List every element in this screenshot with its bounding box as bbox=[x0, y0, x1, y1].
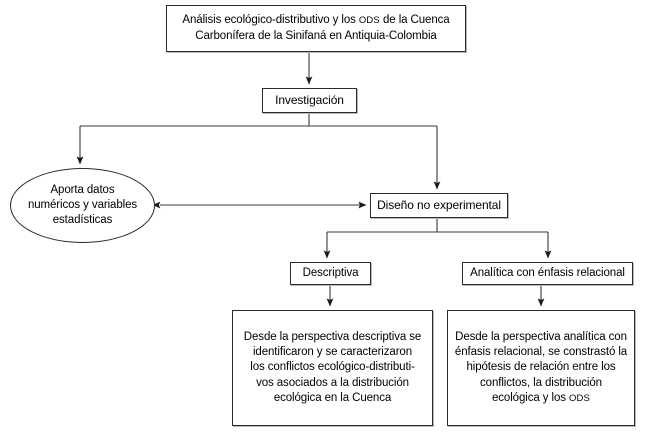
node-descriptiva-label: Descriptiva bbox=[302, 266, 359, 279]
node-aporta-datos-label: Aporta datos numéricos y variables estad… bbox=[27, 183, 138, 227]
node-title-label: Análisis ecológico-distributivo y los OD… bbox=[182, 14, 450, 42]
node-aporta-datos: Aporta datos numéricos y variables estad… bbox=[10, 168, 155, 243]
ods-abbreviation: ODS bbox=[569, 391, 591, 403]
node-analitica-detail-label: Desde la perspectiva analítica con énfas… bbox=[454, 331, 628, 404]
node-diseno-no-experimental-label: Diseño no experimental bbox=[377, 197, 501, 212]
ods-abbreviation: ODS bbox=[358, 14, 380, 26]
node-title: Análisis ecológico-distributivo y los OD… bbox=[166, 5, 466, 52]
node-diseno-no-experimental: Diseño no experimental bbox=[370, 193, 508, 218]
node-descriptiva: Descriptiva bbox=[290, 262, 371, 285]
node-descriptiva-detail-label: Desde la perspectiva descriptiva se iden… bbox=[243, 331, 422, 404]
node-analitica-enfasis-relacional: Analítica con énfasis relacional bbox=[462, 262, 633, 285]
node-investigacion-label: Investigación bbox=[275, 92, 344, 107]
node-descriptiva-detail: Desde la perspectiva descriptiva se iden… bbox=[232, 310, 433, 426]
node-investigacion: Investigación bbox=[262, 88, 357, 113]
node-analitica-detail: Desde la perspectiva analítica con énfas… bbox=[447, 310, 635, 426]
node-analitica-enfasis-relacional-label: Analítica con énfasis relacional bbox=[470, 266, 625, 279]
